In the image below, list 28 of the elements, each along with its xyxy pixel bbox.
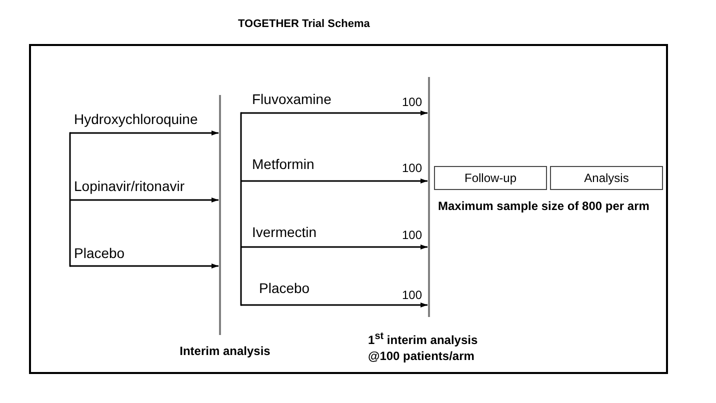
branch-line xyxy=(69,132,71,267)
branch-line xyxy=(240,112,242,306)
vertical-line xyxy=(219,95,221,335)
number-label: 100 xyxy=(402,228,422,242)
arrow xyxy=(241,302,428,308)
vertical-line xyxy=(428,77,430,317)
note-text: Maximum sample size of 800 per arm xyxy=(438,199,650,214)
edge-label: Fluvoxamine xyxy=(252,91,332,107)
number-label: 100 xyxy=(402,161,422,175)
edge-label: Placebo xyxy=(74,245,125,261)
arrow xyxy=(70,264,218,268)
node-label: Interim analysis xyxy=(178,344,272,358)
process-box: Analysis xyxy=(550,166,663,190)
edge-label: Lopinavir/ritonavir xyxy=(74,178,184,194)
process-box: Follow-up xyxy=(434,166,547,190)
arrow xyxy=(70,130,218,136)
edge-label: Metformin xyxy=(252,156,314,172)
edge-label: Hydroxychloroquine xyxy=(74,111,198,127)
number-label: 100 xyxy=(402,95,422,109)
arrow xyxy=(70,198,218,202)
edge-label: Placebo xyxy=(259,280,310,296)
node-label: 1$^{st}$ interim analysis @100 patients/arm xyxy=(368,330,479,364)
number-label: 100 xyxy=(402,288,422,302)
arrow xyxy=(241,244,428,250)
arrow xyxy=(241,110,428,116)
title: TOGETHER Trial Schema xyxy=(238,18,370,30)
edge-label: Ivermectin xyxy=(252,224,317,240)
arrow xyxy=(241,178,428,184)
